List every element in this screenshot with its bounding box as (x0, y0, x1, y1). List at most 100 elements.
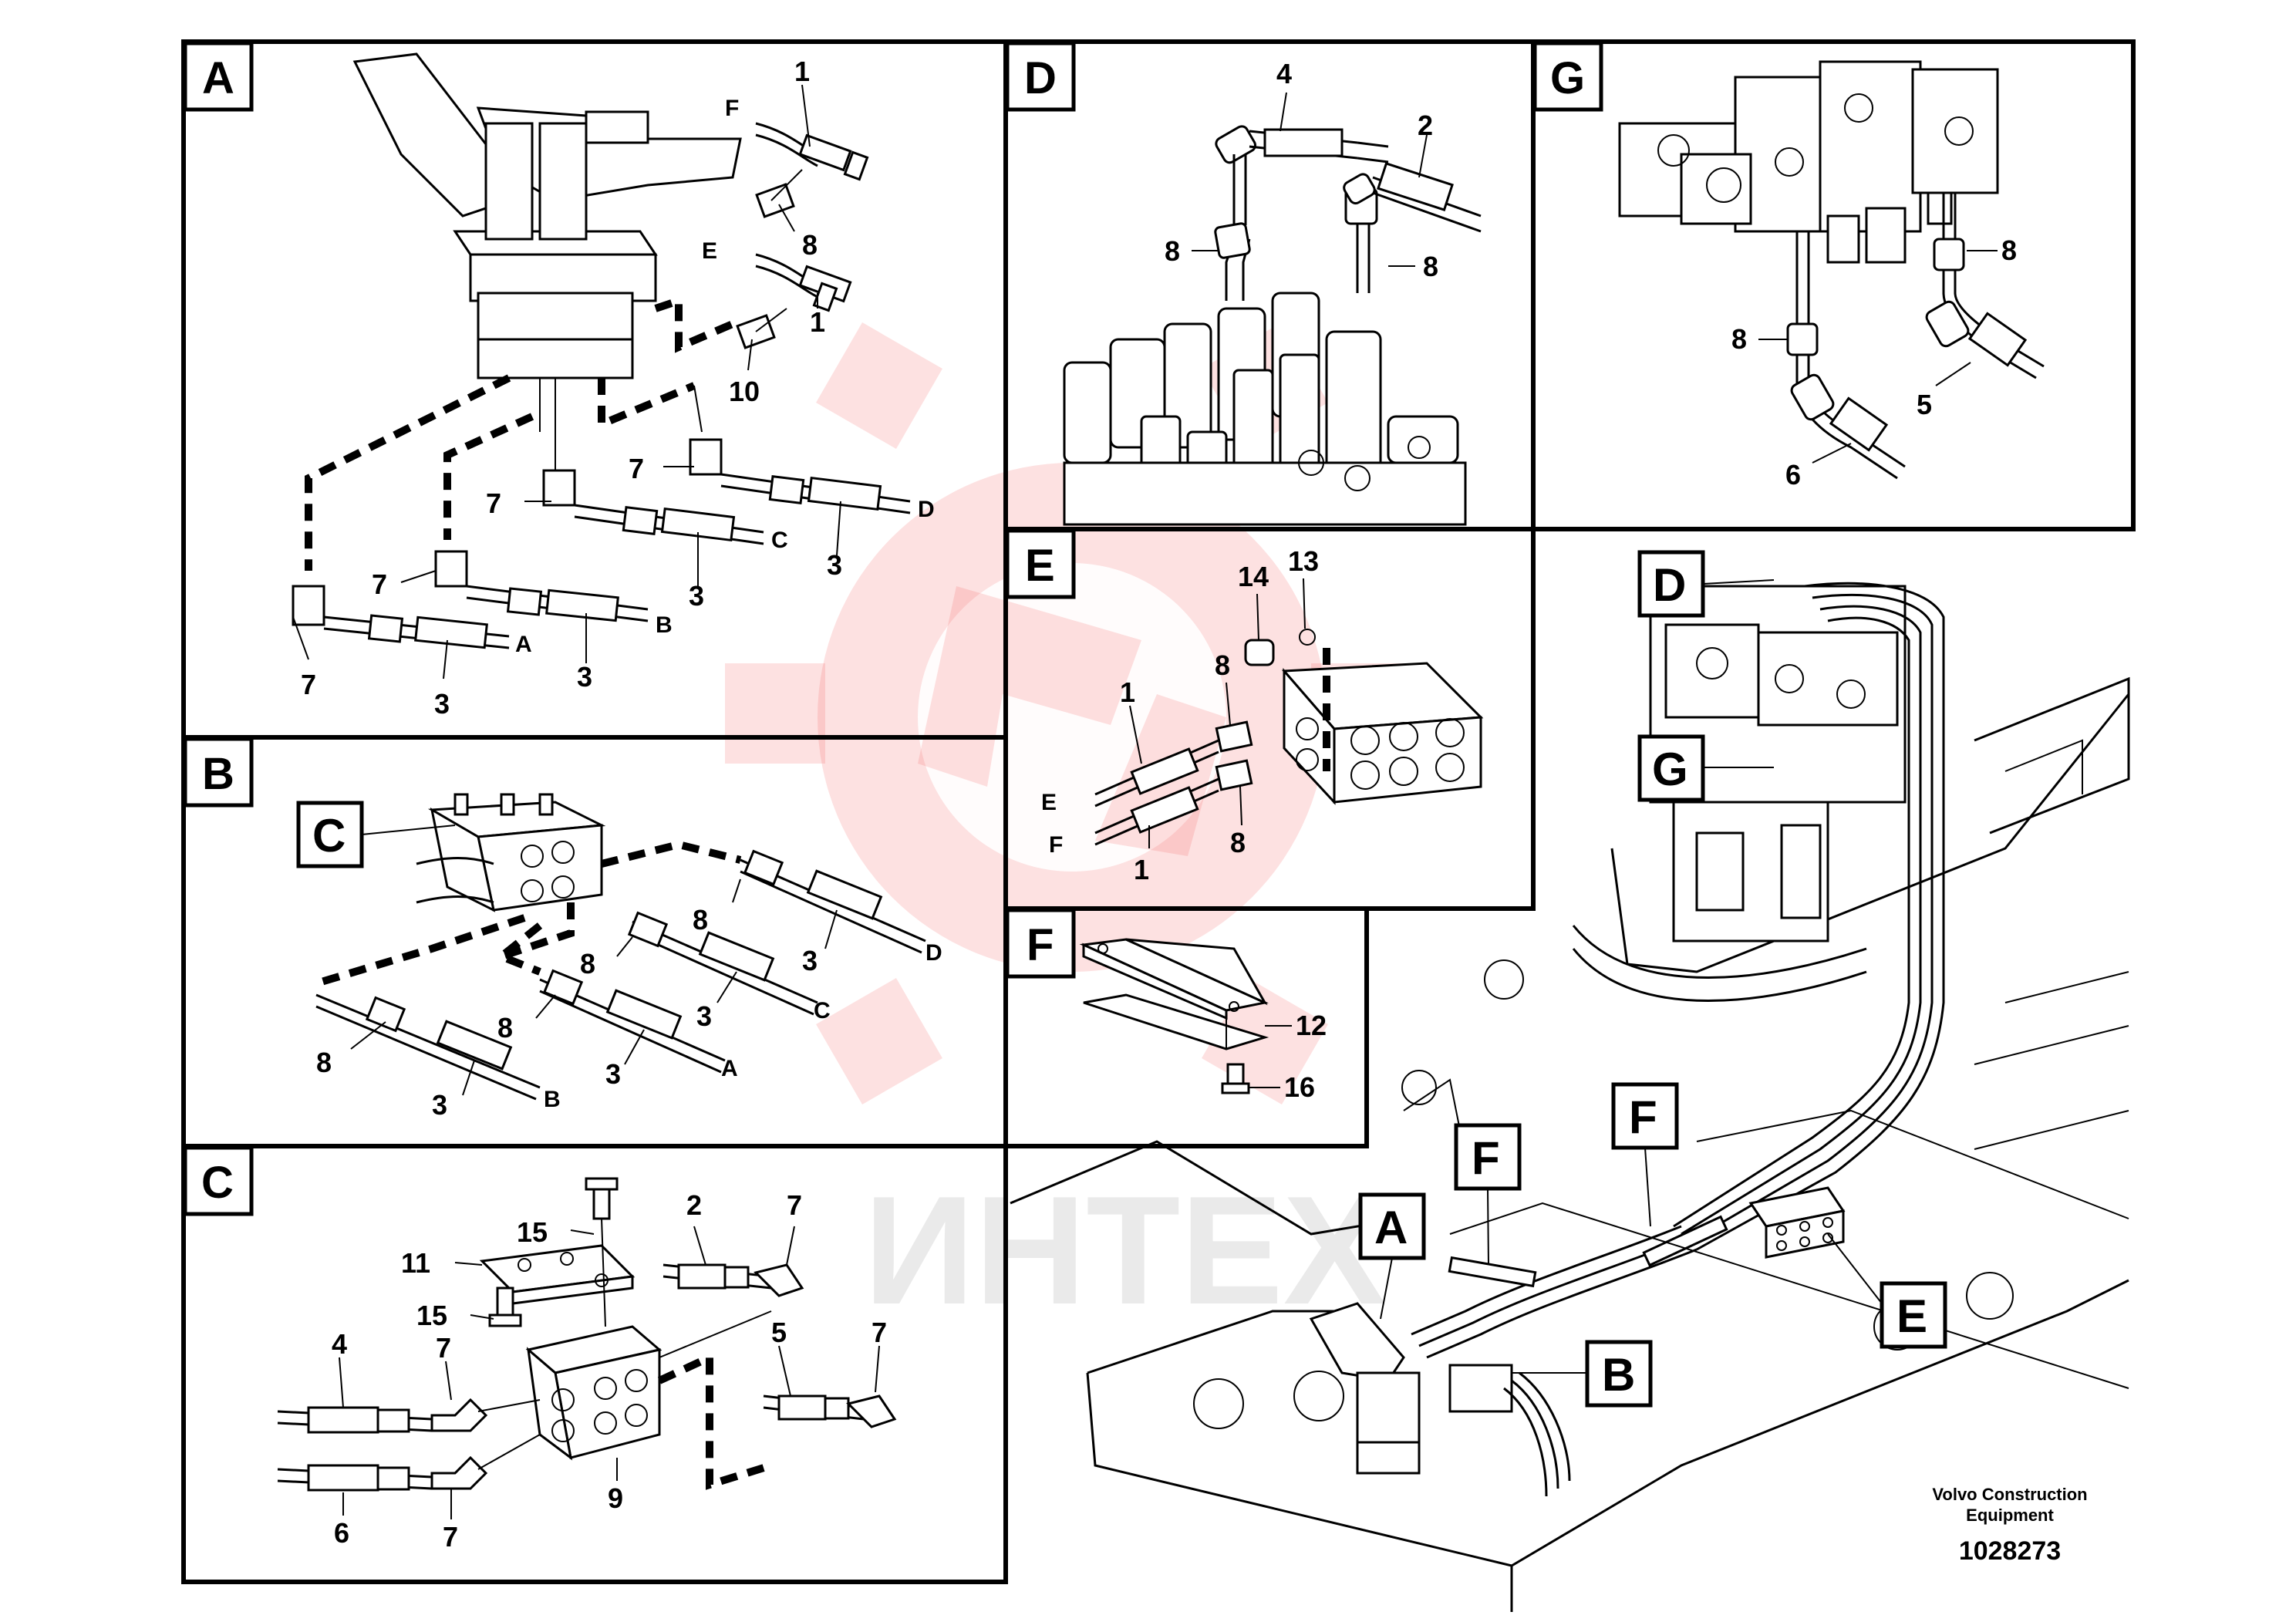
panel-frames (181, 39, 2136, 1584)
svg-text:1: 1 (810, 306, 825, 338)
svg-text:7: 7 (629, 453, 644, 484)
panel-f-labels: 12 16 (1284, 1010, 1327, 1103)
callout-c-box (296, 801, 364, 868)
svg-text:8: 8 (1731, 323, 1747, 355)
svg-text:D: D (925, 940, 942, 966)
panel-e-drawing (1094, 578, 1484, 848)
svg-text:C: C (814, 998, 831, 1023)
svg-text:8: 8 (1230, 827, 1246, 858)
svg-text:E: E (1025, 541, 1055, 591)
company-name-line1: Volvo Construction (1932, 1485, 2087, 1504)
panel-label-e: E (1005, 528, 1076, 599)
svg-text:1: 1 (1134, 854, 1149, 885)
control-valve-detail (1618, 60, 1999, 264)
panel-label-f: F (1005, 908, 1076, 979)
svg-text:E: E (1896, 1290, 1927, 1342)
overview-callout-g: G (1637, 734, 1774, 802)
hose-a (305, 374, 511, 571)
svg-text:E: E (1041, 790, 1057, 815)
svg-text:A: A (721, 1056, 738, 1081)
svg-text:7: 7 (436, 1332, 451, 1364)
svg-text:7: 7 (372, 568, 387, 600)
svg-text:8: 8 (1165, 235, 1180, 267)
svg-text:4: 4 (1276, 58, 1292, 89)
svg-text:3: 3 (432, 1089, 447, 1121)
svg-text:8: 8 (802, 229, 818, 261)
overview-callout-a: A (1358, 1192, 1426, 1320)
svg-text:1: 1 (1120, 676, 1135, 708)
svg-text:B: B (544, 1087, 561, 1112)
svg-text:F: F (1472, 1132, 1500, 1184)
panel-label-c: C (183, 1145, 254, 1216)
svg-text:A: A (515, 632, 532, 657)
svg-text:8: 8 (316, 1047, 332, 1078)
panel-g-labels: 8 8 5 6 (1731, 234, 2017, 491)
svg-text:1: 1 (794, 56, 810, 87)
panel-b-labels: 8 3 D 8 3 C 8 3 A 8 3 B (316, 904, 942, 1121)
svg-text:8: 8 (2001, 234, 2017, 266)
hose-b (443, 413, 534, 540)
svg-text:D: D (918, 497, 935, 522)
control-valve-block (1063, 292, 1467, 526)
svg-text:G: G (1652, 744, 1688, 795)
overview-callout-f2: F (1454, 1123, 1522, 1266)
svg-text:3: 3 (827, 549, 842, 581)
panel-c-labels: 15 11 15 2 7 4 7 5 7 6 7 9 (332, 1189, 887, 1553)
svg-text:15: 15 (517, 1216, 548, 1248)
overview-callout-b: B (1512, 1340, 1653, 1408)
overview-callout-e: E (1827, 1233, 1947, 1349)
svg-text:7: 7 (301, 669, 316, 700)
svg-text:3: 3 (577, 661, 592, 693)
svg-text:2: 2 (686, 1189, 702, 1221)
svg-text:15: 15 (416, 1300, 447, 1331)
svg-text:13: 13 (1288, 545, 1319, 577)
svg-text:3: 3 (802, 945, 818, 976)
watermark-text: ИНТЕХ (864, 1165, 1386, 1337)
svg-text:2: 2 (1418, 110, 1433, 141)
svg-text:8: 8 (1423, 251, 1438, 282)
svg-text:B: B (656, 612, 673, 638)
svg-text:16: 16 (1284, 1071, 1315, 1103)
svg-text:11: 11 (401, 1247, 430, 1279)
svg-text:8: 8 (693, 904, 708, 936)
svg-text:5: 5 (1917, 389, 1932, 420)
svg-text:8: 8 (497, 1012, 513, 1044)
company-name-line2: Equipment (1966, 1506, 2054, 1525)
svg-text:B: B (202, 749, 234, 799)
svg-text:8: 8 (580, 948, 595, 980)
svg-text:F: F (725, 96, 739, 121)
svg-text:A: A (1374, 1202, 1408, 1253)
svg-text:F: F (1027, 920, 1054, 970)
panel-g-drawing (1618, 60, 2045, 480)
drawing-number: 1028273 (1959, 1536, 2061, 1566)
panel-d-labels: 4 2 8 8 (1165, 58, 1438, 282)
svg-text:3: 3 (605, 1058, 621, 1090)
callout-c-label: C (312, 810, 346, 862)
drawing-footer: Volvo Construction Equipment 1028273 (1932, 1485, 2087, 1566)
overview-callout-f1: F (1611, 1082, 1679, 1227)
panel-label-g: G (1532, 41, 1603, 112)
svg-text:F: F (1629, 1091, 1657, 1143)
panel-label-b: B (183, 737, 254, 808)
panel-f-drawing (1079, 938, 1292, 1094)
svg-text:7: 7 (486, 487, 501, 519)
svg-text:F: F (1049, 832, 1063, 858)
svg-text:7: 7 (787, 1189, 802, 1221)
pedal-valve (352, 52, 742, 463)
hose-assembly-3 (323, 473, 911, 649)
panel-a-labels: 1 F 8 E 1 10 7 7 7 7 D C B A 3 3 3 3 (301, 56, 935, 720)
svg-text:G: G (1550, 53, 1585, 103)
panel-c-drawing (277, 1177, 897, 1519)
svg-text:D: D (1653, 559, 1686, 611)
hose-c (598, 378, 696, 430)
svg-text:3: 3 (434, 688, 450, 720)
svg-text:6: 6 (334, 1517, 349, 1549)
svg-text:A: A (202, 53, 234, 103)
svg-text:8: 8 (1215, 649, 1230, 681)
svg-text:4: 4 (332, 1328, 347, 1360)
svg-text:10: 10 (729, 376, 760, 407)
panel-label-a: A (183, 41, 254, 112)
svg-text:14: 14 (1238, 561, 1269, 592)
hose-d (654, 295, 734, 353)
